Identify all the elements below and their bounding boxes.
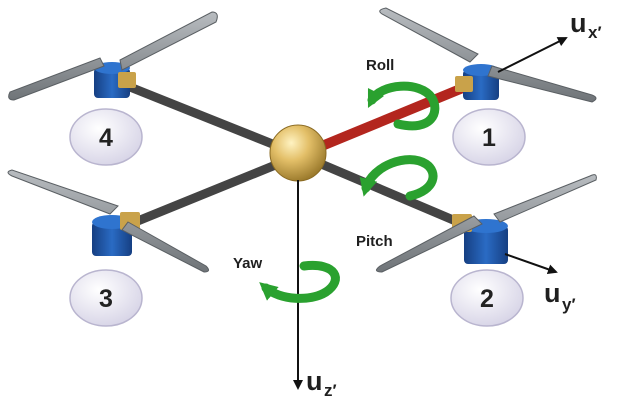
yaw-label: Yaw <box>233 255 263 272</box>
axis-y-main: u <box>544 278 561 308</box>
propeller-2 <box>376 174 597 273</box>
arm-motor-2 <box>295 150 470 230</box>
pitch-label: Pitch <box>356 233 393 250</box>
center-hub <box>269 124 327 182</box>
pitch-rotation-arrow <box>359 155 438 201</box>
motor-1-assembly <box>379 7 597 103</box>
axis-x-sub: x′ <box>588 23 602 42</box>
motor-number-3: 3 <box>99 285 113 313</box>
propeller-4 <box>8 11 218 101</box>
motor-4-assembly <box>8 11 218 101</box>
arms <box>120 80 475 230</box>
motor-badge-1: 1 <box>452 108 526 166</box>
arm-motor-3 <box>123 150 305 230</box>
yaw-rotation-arrow <box>259 260 340 303</box>
motor-2-body <box>464 226 508 264</box>
axis-y-label: u y′ <box>544 278 576 314</box>
axis-z-main: u <box>306 366 323 396</box>
arm-motor-4 <box>120 80 305 160</box>
propeller-3 <box>7 169 210 273</box>
axis-z-sub: z′ <box>324 381 337 400</box>
propeller-1 <box>379 7 597 103</box>
axis-x-arrow <box>497 37 568 73</box>
axis-x-main: u <box>570 8 587 38</box>
motor-2-assembly <box>376 174 597 273</box>
motor-number-1: 1 <box>482 124 496 152</box>
motor-3-assembly <box>7 169 210 273</box>
motor-number-4: 4 <box>99 124 113 152</box>
motor-1-mount <box>455 76 473 92</box>
axis-y-sub: y′ <box>562 295 576 314</box>
roll-rotation-arrow <box>367 81 440 131</box>
motor-badge-3: 3 <box>69 269 143 327</box>
motor-4-mount <box>118 72 136 88</box>
motor-badge-2: 2 <box>450 269 524 327</box>
axis-y-arrow <box>504 253 558 275</box>
arm-motor-1-roll <box>295 80 475 160</box>
axis-z-label: u z′ <box>306 366 337 400</box>
motor-badge-4: 4 <box>69 108 143 166</box>
motor-number-2: 2 <box>480 285 494 313</box>
axis-x-label: u x′ <box>570 8 602 42</box>
roll-label: Roll <box>366 57 394 74</box>
